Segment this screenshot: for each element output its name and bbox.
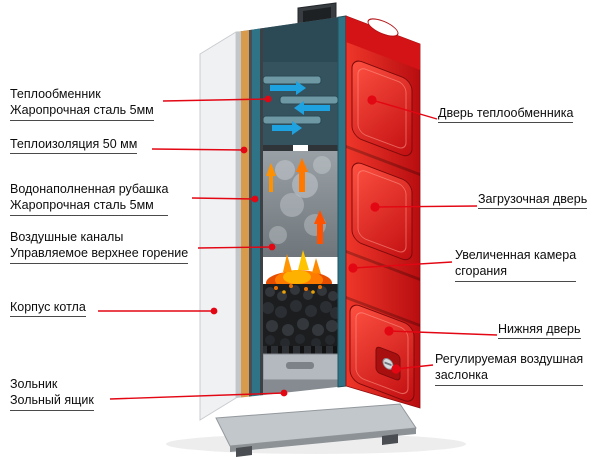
combustion-chamber-section [263,151,338,257]
label-line: Дверь теплообменника [438,106,574,120]
label-line: Зольный ящик [10,393,94,408]
hot-air-arrow-icon [314,210,326,244]
water-jacket-layer [252,28,260,397]
flue-gas-arrow-icon [270,81,306,95]
loading-door [351,162,413,261]
leader-line [395,364,434,370]
label-line: Управляемое верхнее горение [10,246,189,261]
leader-line [151,148,245,151]
label-line: заслонка [435,368,488,383]
top-cap-band [346,16,420,71]
label-insulation: Теплоизоляция 50 мм [10,136,138,155]
label-line: Увеличенная камера [455,248,577,262]
label-water-jacket: Водонаполненная рубашка Жаропрочная стал… [10,181,169,216]
flue-gas-arrow-icon [272,121,302,135]
label-loading-door: Загрузочная дверь [478,191,588,210]
cutaway-layers [236,28,263,399]
label-line: Теплоизоляция 50 мм [10,137,138,151]
label-line: Теплообменник [10,87,101,101]
leader-lines [98,95,498,400]
leader-line [191,197,256,200]
brand-logo [367,18,399,37]
label-line: Зольник [10,377,58,391]
label-line: Нижняя дверь [498,322,581,336]
air-channel-arrow-icon [266,163,276,192]
label-air-channels: Воздушные каналы Управляемое верхнее гор… [10,229,189,264]
label-heat-exchanger: Теплообменник Жаропрочная сталь 5мм [10,86,154,121]
leader-line [388,330,498,336]
leader-line [352,261,453,269]
leader-line [162,98,269,102]
label-line: Воздушные каналы [10,230,124,244]
boiler-casing [199,31,237,421]
leader-line [109,392,285,400]
label-combustion-chamber: Увеличенная камера сгорания [455,247,577,282]
leader-line [374,205,478,208]
label-line: Жаропрочная сталь 5мм [10,198,154,213]
label-hx-door: Дверь теплообменника [438,105,574,124]
grate [263,346,338,354]
label-boiler-body: Корпус котла [10,299,86,318]
label-line: Водонаполненная рубашка [10,182,169,196]
label-line: Загрузочная дверь [478,192,588,206]
heat-exchanger-door [351,60,413,157]
boiler-base [215,403,417,457]
label-line: Жаропрочная сталь 5мм [10,103,154,118]
label-line: Корпус котла [10,300,86,314]
label-air-damper: Регулируемая воздушная заслонка [435,351,584,386]
ash-drawer [263,353,338,396]
leader-line [371,99,438,120]
front-water-jacket [337,15,347,388]
label-line: сгорания [455,264,508,279]
label-lower-door: Нижняя дверь [498,321,581,340]
flue-gas-arrow-icon [294,101,330,115]
hot-air-arrow-icon [296,158,308,192]
heat-exchanger-section [263,62,338,145]
cutaway-interior [263,17,338,396]
leader-line [197,246,273,249]
front-panel [345,15,421,409]
label-ash-pan: Зольник Зольный ящик [10,376,94,411]
coal-bed [263,284,338,348]
insulation-layer [241,30,249,398]
label-line: Регулируемая воздушная [435,352,584,366]
